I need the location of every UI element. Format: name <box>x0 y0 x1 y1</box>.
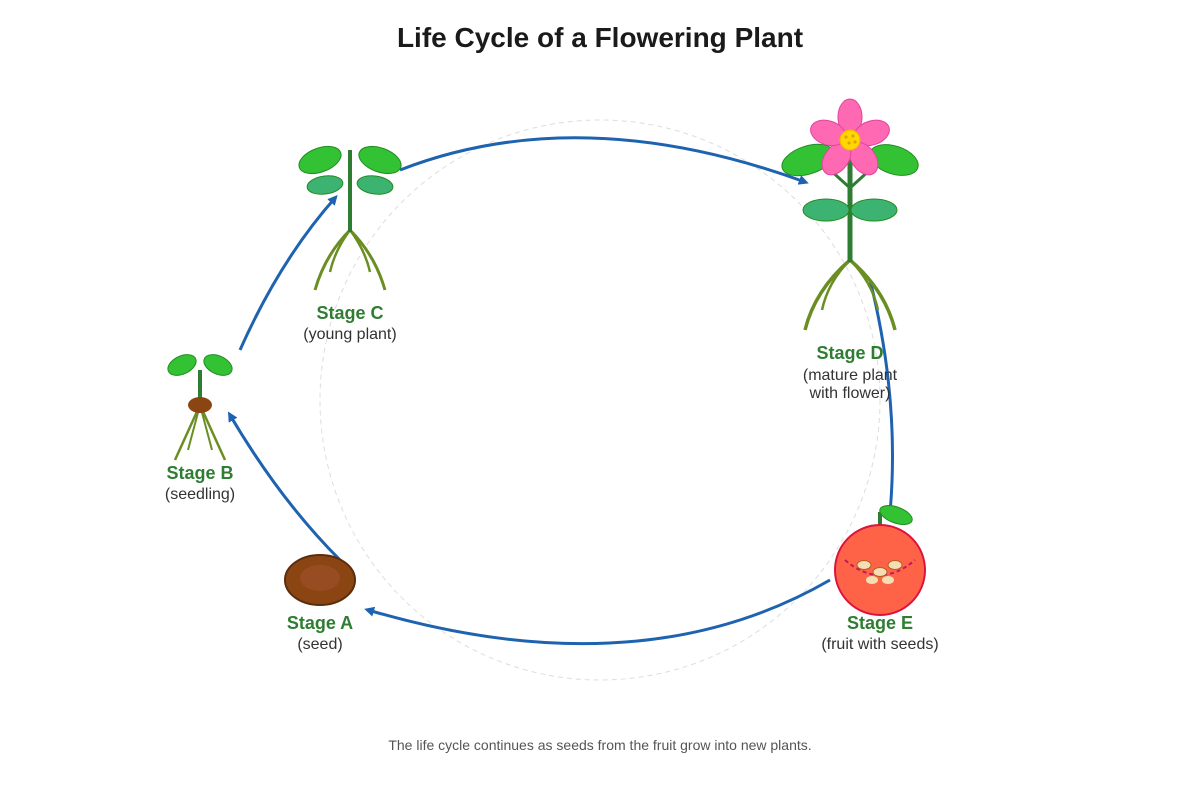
seed-icon <box>284 554 356 606</box>
stage-a-description: (seed) <box>297 636 343 653</box>
page-title: Life Cycle of a Flowering Plant <box>396 22 804 53</box>
stage-c-label: Stage C <box>316 303 384 323</box>
young-plant-icon <box>298 145 402 291</box>
stage-b-label: Stage B <box>166 463 234 483</box>
fruit-icon <box>834 504 926 616</box>
flowering-plant-icon <box>781 98 919 331</box>
seedling-icon <box>167 354 233 461</box>
stage-e-label: Stage E <box>846 613 914 633</box>
stage-d-description-line1: (mature plant <box>802 367 898 384</box>
flower-icon <box>810 98 890 176</box>
arrow-e-to-a <box>364 578 831 646</box>
stage-a-label: Stage A <box>286 613 354 633</box>
footnote: The life cycle continues as seeds from t… <box>388 737 812 753</box>
stage-e-description: (fruit with seeds) <box>821 636 939 653</box>
arrow-c-to-d <box>399 136 809 185</box>
stage-d-label: Stage D <box>816 343 884 363</box>
arrow-b-to-c <box>238 195 338 351</box>
stage-d-description-line2: with flower) <box>809 385 891 402</box>
arrow-a-to-b <box>227 411 342 562</box>
stage-b-description: (seedling) <box>164 486 236 503</box>
stage-c-description: (young plant) <box>303 326 397 343</box>
cycle-guide-circle <box>319 119 881 681</box>
